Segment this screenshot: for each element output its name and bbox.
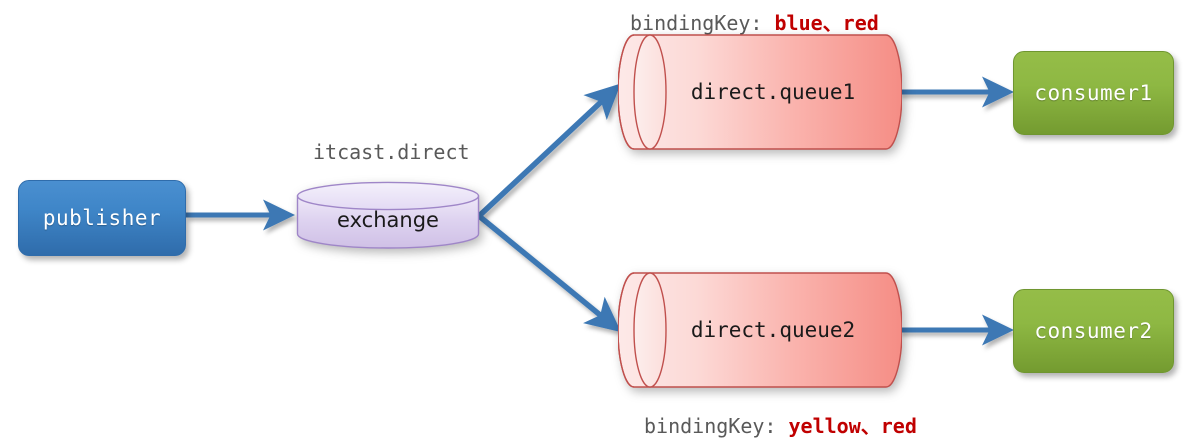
node-queue2[interactable]: direct.queue2	[618, 271, 902, 389]
node-exchange[interactable]: exchange	[296, 181, 480, 249]
binding-key-queue1: bindingKey: blue、red	[630, 7, 879, 36]
binding-key-queue2-label: bindingKey:	[644, 414, 777, 438]
node-publisher[interactable]: publisher	[18, 180, 186, 256]
node-queue1[interactable]: direct.queue1	[618, 33, 902, 151]
binding-key-queue1-label: bindingKey:	[630, 11, 763, 35]
node-consumer2[interactable]: consumer2	[1013, 289, 1174, 373]
queue1-cylinder-shape	[618, 34, 902, 150]
queue2-cylinder-shape	[618, 272, 902, 388]
node-consumer1[interactable]: consumer1	[1013, 51, 1174, 135]
binding-key-queue1-values: blue、red	[774, 11, 879, 35]
node-consumer2-label: consumer2	[1034, 319, 1153, 343]
node-publisher-label: publisher	[42, 206, 162, 230]
binding-key-queue2: bindingKey: yellow、red	[644, 410, 917, 439]
binding-key-queue2-values: yellow、red	[788, 414, 917, 438]
node-consumer1-label: consumer1	[1034, 81, 1153, 105]
exchange-cylinder-shape	[296, 181, 480, 249]
edge-exchange-to-queue2	[477, 213, 622, 333]
exchange-name-label: itcast.direct	[313, 140, 470, 164]
edge-exchange-to-queue1	[477, 83, 621, 219]
